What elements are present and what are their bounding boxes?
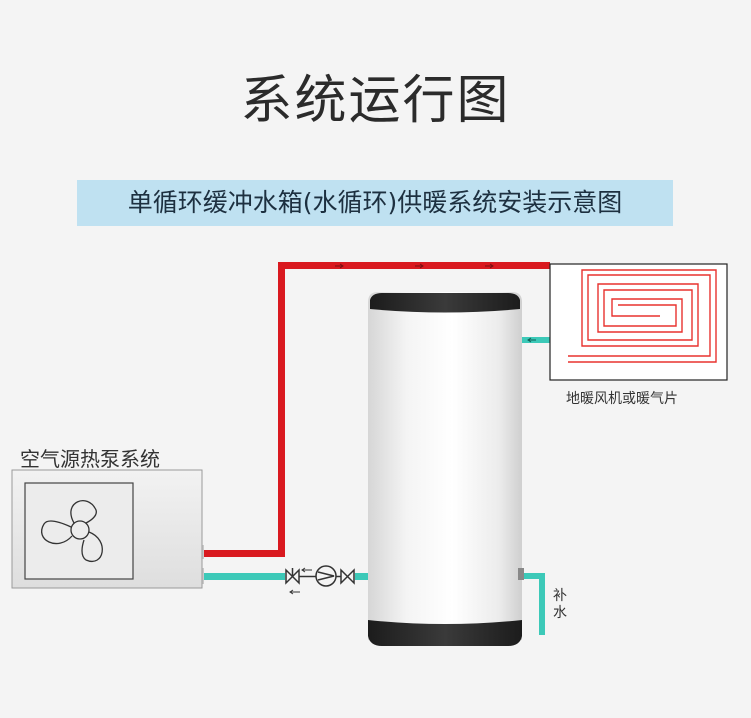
flow-arrow-icon [289,589,300,595]
buffer-tank [368,292,524,646]
makeup-water-label: 补水 [553,588,567,621]
makeup-water-pipe [520,573,545,635]
page-title: 系统运行图 [240,71,511,131]
floor-coil-icon [568,269,717,363]
flow-arrow-icon [301,567,312,573]
circulation-pump-icon [315,565,341,587]
floor-heating-coil-box [549,263,728,381]
shutoff-valve-icon [340,568,355,585]
check-valve-icon [285,568,316,585]
radiator-return-pipe [520,337,550,343]
fan-icon [41,500,103,563]
cold-return-pipe [194,568,371,584]
heat-pump-unit [11,469,203,589]
diagram-subtitle: 单循环缓冲水箱(水循环)供暖系统安装示意图 [77,180,673,226]
radiator-label: 地暖风机或暖气片 [566,391,678,407]
heat-pump-label: 空气源热泵系统 [20,447,160,471]
